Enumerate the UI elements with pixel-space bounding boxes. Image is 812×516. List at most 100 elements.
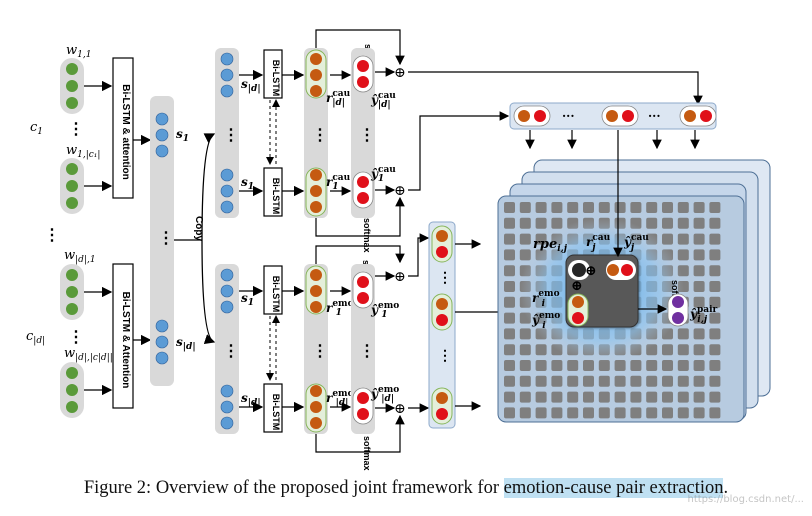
matrix-cell [709,391,721,403]
matrix-cell [519,360,531,371]
matrix-cell [693,344,705,356]
matrix-cell [709,344,721,356]
matrix-cell [677,202,689,213]
matrix-cell [646,375,658,387]
emotion-pred-column: ⋮ [351,264,375,434]
pair-prediction [667,293,689,327]
sentence-column: ⋮ [150,96,174,386]
matrix-cell [614,375,626,387]
matrix-cell [583,391,594,403]
framework-figure: w1,1 w1,|c₁| w|d|,1 w|d|,|c|d|| c1 c|d| … [26,29,771,471]
softmax-emo-bottom: softmax [362,436,372,471]
matrix-cell [709,281,721,292]
matrix-cell [709,296,721,308]
label-r-emo-d: remo|d| [326,389,354,408]
word-label-w1c1: w1,|c₁| [66,143,100,160]
matrix-cell [504,407,515,419]
matrix-cell [551,217,563,229]
matrix-cell [709,375,721,387]
matrix-cell [614,391,626,403]
svg-text:Bi-LSTM: Bi-LSTM [271,394,281,431]
matrix-cell [662,233,673,245]
matrix-cell [677,249,689,261]
svg-text:⊕: ⊕ [571,278,583,294]
vdots-clauses: ⋮ [44,225,60,244]
svg-text:Bi-LSTM & Attention: Bi-LSTM & Attention [120,292,131,389]
matrix-cell [709,312,721,324]
matrix-cell [662,344,673,356]
concat-cau-bottom: ⊕ [315,183,406,237]
matrix-cell [598,391,610,403]
cause-bilstm-link [266,99,280,165]
matrix-cell [567,360,579,371]
matrix-cell [551,202,563,213]
matrix-cell [519,202,531,213]
matrix-cell [551,391,563,403]
emotion-bilstm-link [266,315,280,381]
matrix-cell [662,217,673,229]
matrix-cell [693,249,705,261]
matrix-cell [504,391,515,403]
matrix-cell [504,328,515,340]
matrix-cell [646,407,658,419]
label-r-cau-d: rcau|d| [326,89,351,108]
matrix-cell [693,202,705,213]
watermark: https://blog.csdn.net/... [687,494,804,505]
svg-text:⋮: ⋮ [312,125,328,144]
matrix-cell [519,407,531,419]
concat-emo-bottom: ⊕ [315,401,406,453]
matrix-cell [614,360,626,371]
matrix-cell [662,360,673,371]
matrix-cell [677,391,689,403]
matrix-cell [504,249,515,261]
cause-bilstm-bottom: Bi-LSTM [263,167,283,217]
concat-cau-top: ⊕ [315,29,406,81]
matrix-cell [709,360,721,371]
matrix-cell [519,249,531,261]
matrix-cell [504,344,515,356]
matrix-cell [567,407,579,419]
caption-highlight: emotion-cause pair extraction [503,478,724,498]
matrix-cell [677,217,689,229]
matrix-cell [614,407,626,419]
cause-sentence-column: ⋮ [215,48,239,218]
matrix-cell [519,217,531,229]
matrix-cell [709,202,721,213]
sentence-label-sd: s|d| [176,335,196,352]
label-y-cau-d: ŷcau|d| [370,91,396,110]
emotion-bilstm-bottom: Bi-LSTM [263,383,283,433]
emotion-bilstm-top: Bi-LSTM [263,265,283,315]
matrix-cell [693,233,705,245]
matrix-cell [598,407,610,419]
matrix-cell [693,281,705,292]
svg-text:⊕: ⊕ [394,269,406,285]
matrix-cell [551,375,563,387]
bilstm-attention-block-d: Bi-LSTM & Attention [112,263,134,409]
matrix-cell [598,360,610,371]
cause-row-down-arrows [525,130,700,150]
svg-text:···: ··· [562,109,575,123]
svg-text:⋮: ⋮ [312,341,328,360]
svg-text:⊕: ⊕ [394,401,406,417]
matrix-cell [535,407,547,419]
matrix-cell [504,312,515,324]
clause-1-words [60,58,84,214]
matrix-cell [709,407,721,419]
matrix-cell [504,265,515,277]
matrix-cell [598,202,610,213]
svg-text:⋮: ⋮ [359,125,375,144]
matrix-cell [504,233,515,245]
matrix-cell [535,360,547,371]
matrix-cell [535,391,547,403]
matrix-cell [630,375,642,387]
vdots-words-1: ⋮ [68,119,84,138]
matrix-cell [677,360,689,371]
word-label-wdc: w|d|,|c|d|| [64,346,113,363]
matrix-cell [630,407,642,419]
matrix-cell [662,202,673,213]
cause-row: ··· ··· [509,102,717,130]
